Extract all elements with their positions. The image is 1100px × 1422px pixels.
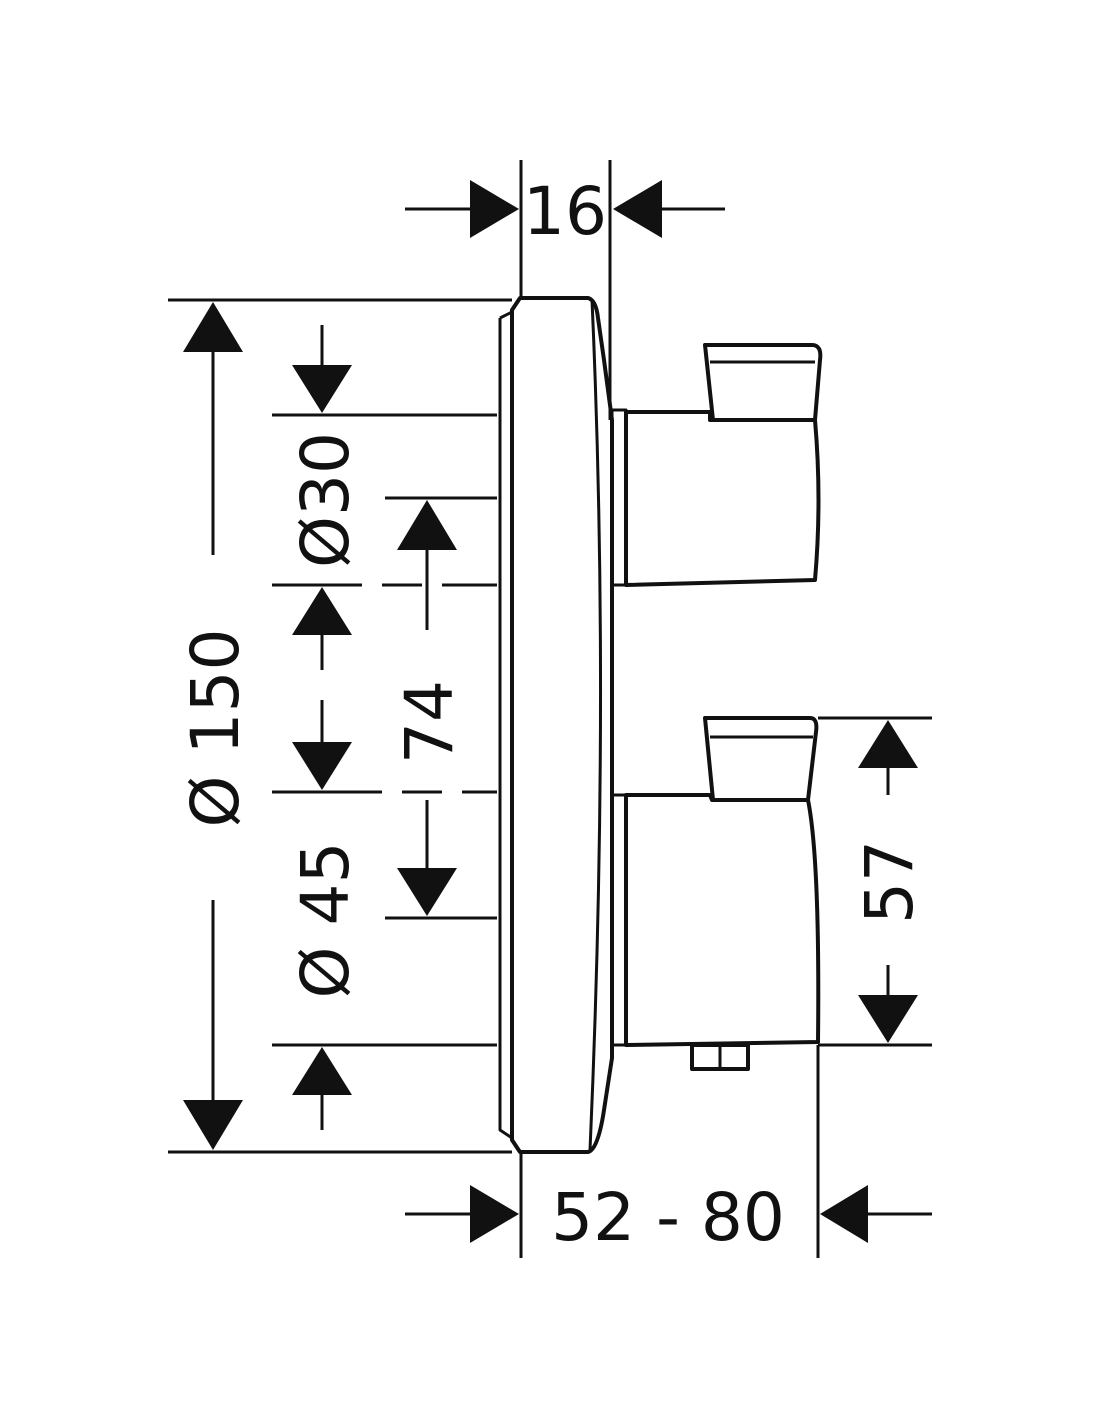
arrow-down (397, 868, 457, 916)
dimension-knob-bottom-diameter: Ø 45 (287, 700, 364, 1130)
arrow-down (183, 1100, 243, 1150)
bottom-handle-lever (703, 716, 819, 802)
extension-lines (168, 160, 932, 1258)
dimension-knob-spacing: 74 (391, 500, 468, 916)
wall-plate-front-curve (588, 299, 603, 1151)
dim-label-30: Ø30 (287, 432, 364, 568)
dim-label-52-80: 52 - 80 (551, 1179, 785, 1256)
top-handle-collar (610, 408, 628, 587)
top-handle-body (624, 410, 821, 587)
bottom-handle-collar (610, 793, 628, 1047)
dimension-knob-top-diameter: Ø30 (287, 325, 364, 670)
arrow-left (820, 1185, 868, 1243)
dim-label-57: 57 (851, 840, 928, 924)
arrow-right (470, 180, 519, 238)
arrow-left (613, 180, 662, 238)
arrow-up (397, 500, 457, 550)
dim-label-45: Ø 45 (287, 842, 364, 999)
dimension-depth-front: 16 (405, 173, 725, 250)
arrow-up (858, 720, 918, 768)
top-handle-lever (703, 343, 823, 422)
arrow-up (183, 302, 243, 352)
wall-plate-inner-edge (498, 310, 513, 1140)
dim-label-150: Ø 150 (177, 629, 254, 828)
product-outline (498, 296, 823, 1154)
arrow-up (292, 1047, 352, 1095)
dimension-outer-diameter: Ø 150 (177, 302, 254, 1150)
arrow-right (470, 1185, 519, 1243)
dimension-installation-depth: 52 - 80 (405, 1179, 932, 1256)
dimension-knob-height: 57 (851, 720, 928, 1043)
top-handle (610, 343, 823, 587)
arrow-up (292, 587, 352, 635)
arrow-down (292, 742, 352, 790)
arrow-down (858, 995, 918, 1043)
dim-label-74: 74 (391, 680, 468, 764)
bottom-handle (610, 716, 821, 1071)
arrow-down (292, 365, 352, 413)
dim-label-16: 16 (523, 173, 607, 250)
bottom-handle-body (624, 793, 821, 1047)
